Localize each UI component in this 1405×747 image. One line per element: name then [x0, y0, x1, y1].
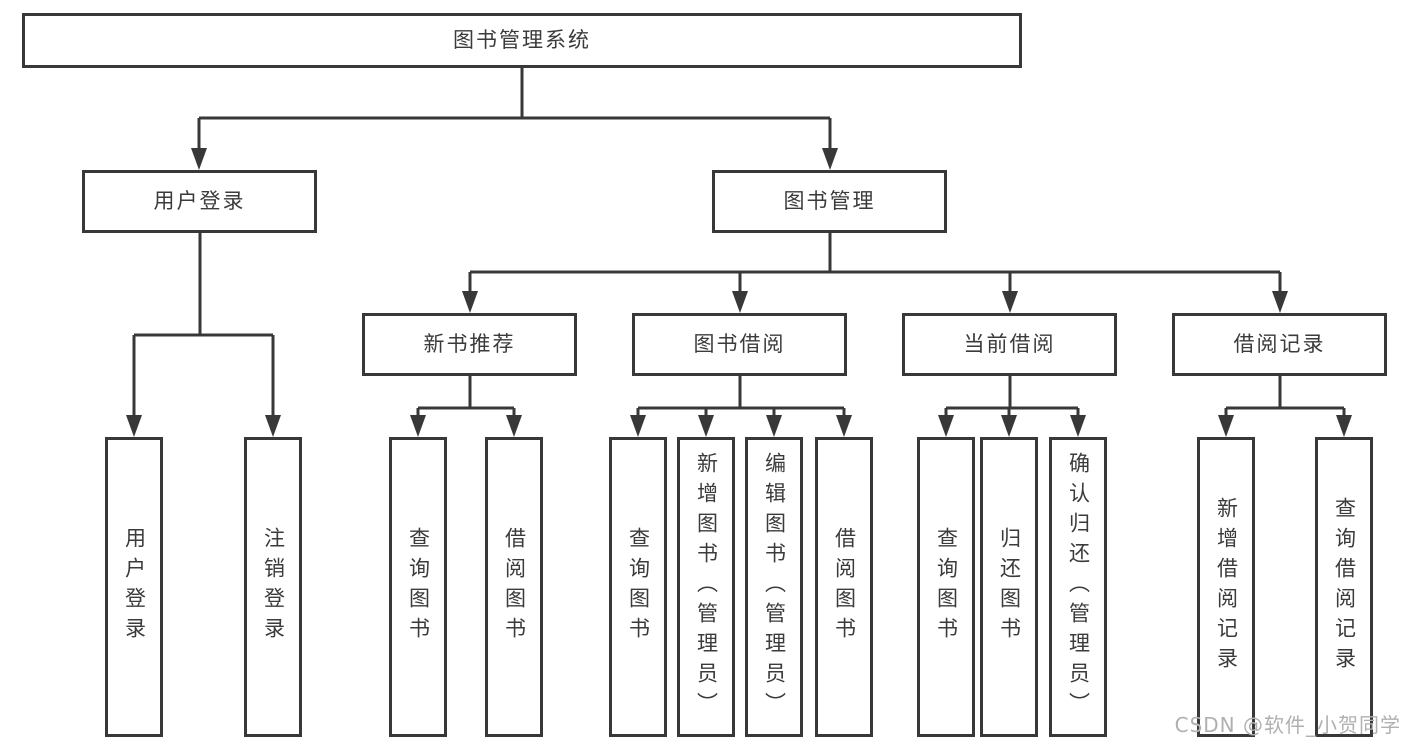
leaf-add-books-admin: 新增图书（管理员） — [677, 437, 735, 737]
leaf-logout: 注销登录 — [244, 437, 302, 737]
node-root: 图书管理系统 — [22, 13, 1022, 68]
leaf-edit-books-admin-label: 编辑图书（管理员） — [762, 452, 787, 722]
edge-user-login-children — [126, 233, 281, 437]
node-root-label: 图书管理系统 — [453, 27, 591, 52]
leaf-borrow-books-borrow-label: 借阅图书 — [832, 527, 857, 647]
edge-borrow-records-children — [1218, 376, 1352, 437]
node-book-management-label: 图书管理 — [783, 188, 876, 213]
leaf-add-books-admin-label: 新增图书（管理员） — [694, 452, 719, 722]
leaf-search-books-current: 查询图书 — [917, 437, 975, 737]
leaf-search-books-recommend-label: 查询图书 — [406, 527, 431, 647]
leaf-add-borrow-record-label: 新增借阅记录 — [1214, 497, 1239, 677]
leaf-search-borrow-record-label: 查询借阅记录 — [1332, 497, 1357, 677]
edge-root-to-level2 — [191, 68, 838, 170]
node-borrow-records: 借阅记录 — [1172, 313, 1387, 376]
leaf-search-borrow-record: 查询借阅记录 — [1315, 437, 1373, 737]
leaf-user-login-label: 用户登录 — [122, 527, 147, 647]
edge-current-borrow-children — [938, 376, 1086, 437]
edge-new-book-recommend-children — [410, 376, 522, 437]
node-book-borrow: 图书借阅 — [632, 313, 847, 376]
node-new-book-recommend: 新书推荐 — [362, 313, 577, 376]
edge-book-management-children — [462, 233, 1288, 313]
leaf-confirm-return-admin: 确认归还（管理员） — [1049, 437, 1107, 737]
node-current-borrow-label: 当前借阅 — [963, 331, 1056, 356]
leaf-edit-books-admin: 编辑图书（管理员） — [745, 437, 803, 737]
leaf-confirm-return-admin-label: 确认归还（管理员） — [1066, 452, 1091, 722]
leaf-return-books: 归还图书 — [980, 437, 1038, 737]
leaf-borrow-books-borrow: 借阅图书 — [815, 437, 873, 737]
leaf-logout-label: 注销登录 — [261, 527, 286, 647]
leaf-borrow-books-recommend-label: 借阅图书 — [502, 527, 527, 647]
leaf-user-login: 用户登录 — [105, 437, 163, 737]
node-new-book-recommend-label: 新书推荐 — [423, 331, 516, 356]
node-current-borrow: 当前借阅 — [902, 313, 1117, 376]
csdn-watermark: CSDN @软件_小贺同学 — [1174, 713, 1401, 737]
node-book-management: 图书管理 — [712, 170, 947, 233]
leaf-search-books-current-label: 查询图书 — [934, 527, 959, 647]
leaf-search-books-recommend: 查询图书 — [389, 437, 447, 737]
leaf-return-books-label: 归还图书 — [997, 527, 1022, 647]
leaf-search-books-borrow-label: 查询图书 — [626, 527, 651, 647]
leaf-borrow-books-recommend: 借阅图书 — [485, 437, 543, 737]
leaf-search-books-borrow: 查询图书 — [609, 437, 667, 737]
node-user-login-label: 用户登录 — [153, 188, 246, 213]
node-borrow-records-label: 借阅记录 — [1233, 331, 1326, 356]
leaf-add-borrow-record: 新增借阅记录 — [1197, 437, 1255, 737]
node-book-borrow-label: 图书借阅 — [693, 331, 786, 356]
edge-book-borrow-children — [630, 376, 852, 437]
node-user-login: 用户登录 — [82, 170, 317, 233]
